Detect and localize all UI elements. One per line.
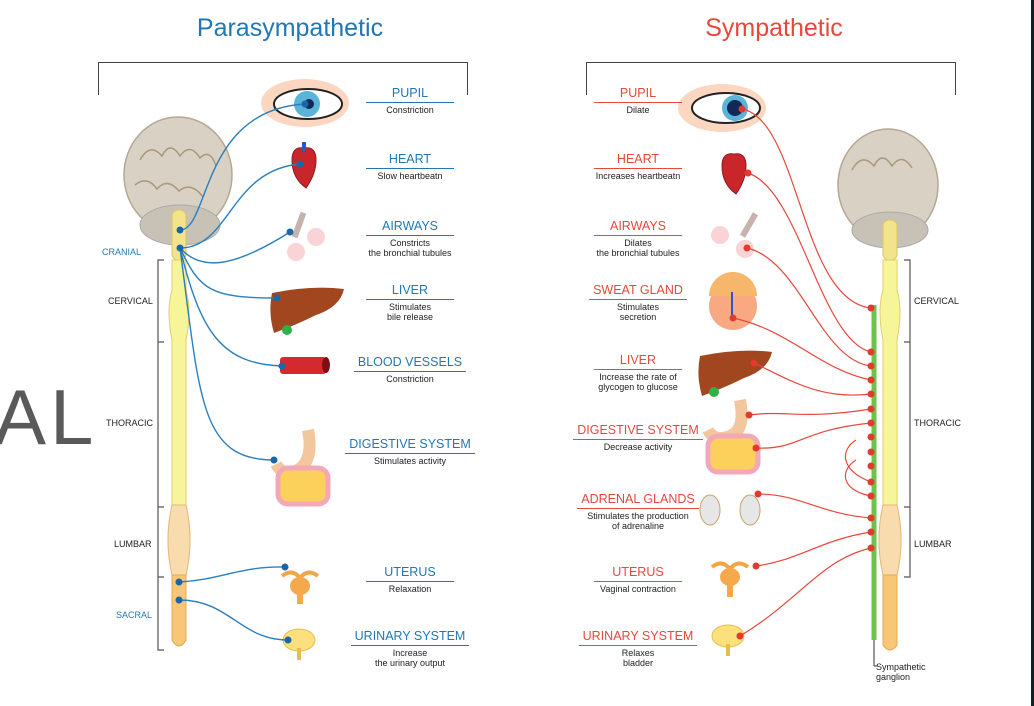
organ-name: LIVER <box>594 353 682 370</box>
organ-effect: Increase the urinary output <box>374 648 446 668</box>
sympathetic-bracket <box>586 62 956 95</box>
organ-effect: Increases heartbeatn <box>595 171 681 181</box>
para-label-urinary: URINARY SYSTEM Increase the urinary outp… <box>340 627 480 668</box>
organ-effect: Stimulates activity <box>373 456 447 466</box>
symp-label-pupil: PUPIL Dilate <box>568 84 708 115</box>
symp-segment-cervical: CERVICAL <box>914 296 959 306</box>
symp-segment-thoracic: THORACIC <box>914 418 961 428</box>
organ-name: HEART <box>366 152 454 169</box>
para-segment-brackets <box>157 259 164 651</box>
symp-label-heart: HEART Increases heartbeatn <box>568 150 708 181</box>
para-segment-sacral: SACRAL <box>116 610 153 620</box>
symp-label-uterus: UTERUS Vaginal contraction <box>568 563 708 594</box>
cropped-side-text: AL <box>0 373 98 461</box>
sympathetic-title: Sympathetic <box>705 14 843 42</box>
organ-name: HEART <box>594 152 682 169</box>
para-nerves <box>178 103 306 641</box>
para-segment-cervical: CERVICAL <box>108 296 153 306</box>
organ-name: AIRWAYS <box>594 219 682 236</box>
window-edge <box>1031 0 1034 706</box>
para-digestive-icon <box>270 428 331 507</box>
para-label-airways: AIRWAYS Constricts the bronchial tubules <box>340 217 480 258</box>
symp-nerve-nodes <box>729 105 875 640</box>
organ-name: UTERUS <box>366 565 454 582</box>
symp-adrenal-icon <box>699 494 761 526</box>
organ-effect: Constricts the bronchial tubules <box>368 238 452 258</box>
symp-label-digestive: DIGESTIVE SYSTEM Decrease activity <box>568 421 708 452</box>
para-blood-vessel-icon <box>280 357 330 374</box>
organ-effect: Increase the rate of glycogen to glucose <box>598 372 678 392</box>
para-bladder-icon <box>282 628 316 660</box>
para-uterus-icon <box>280 570 320 604</box>
para-segment-thoracic: THORACIC <box>106 418 153 428</box>
symp-segment-brackets <box>904 259 911 578</box>
para-label-liver: LIVER Stimulates bile release <box>340 281 480 322</box>
symp-nerves <box>732 108 872 637</box>
para-heart-icon <box>291 142 317 189</box>
symp-lungs-icon <box>711 212 759 258</box>
organ-effect: Vaginal contraction <box>600 584 676 594</box>
symp-sweat-gland-icon <box>709 272 757 330</box>
para-label-heart: HEART Slow heartbeatn <box>340 150 480 181</box>
organ-effect: Relaxes bladder <box>621 648 655 668</box>
organ-effect: Constriction <box>386 374 434 384</box>
organ-effect: Stimulates bile release <box>386 302 434 322</box>
para-label-pupil: PUPIL Constriction <box>340 84 480 115</box>
symp-bladder-icon <box>711 624 745 656</box>
organ-name: URINARY SYSTEM <box>578 629 698 646</box>
symp-label-liver: LIVER Increase the rate of glycogen to g… <box>568 351 708 392</box>
para-label-uterus: UTERUS Relaxation <box>340 563 480 594</box>
organ-effect: Stimulates secretion <box>616 302 660 322</box>
parasympathetic-title: Parasympathetic <box>196 14 384 42</box>
symp-uterus-icon <box>710 561 750 597</box>
organ-effect: Stimulates the production of adrenaline <box>587 511 689 531</box>
symp-label-adrenal: ADRENAL GLANDS Stimulates the production… <box>568 490 708 531</box>
sympathetic-chain <box>871 305 878 667</box>
symp-segment-lumbar: LUMBAR <box>914 539 952 549</box>
organ-effect: Relaxation <box>388 584 432 594</box>
organ-effect: Constriction <box>386 105 434 115</box>
parasympathetic-bracket <box>98 62 468 95</box>
organ-name: UTERUS <box>594 565 682 582</box>
organ-name: PUPIL <box>366 86 454 103</box>
symp-heart-icon <box>721 153 747 195</box>
organ-effect: Slow heartbeatn <box>377 171 443 181</box>
para-label-digestive: DIGESTIVE SYSTEM Stimulates activity <box>340 435 480 466</box>
symp-label-airways: AIRWAYS Dilates the bronchial tubules <box>568 217 708 258</box>
organ-name: URINARY SYSTEM <box>350 629 470 646</box>
organ-name: BLOOD VESSELS <box>353 355 467 372</box>
symp-eye-icon <box>678 84 766 132</box>
organ-effect: Decrease activity <box>603 442 673 452</box>
organ-name: LIVER <box>366 283 454 300</box>
para-spinal-cord <box>167 209 191 647</box>
symp-spinal-cord <box>878 219 902 651</box>
organ-effect: Dilate <box>626 105 650 115</box>
symp-label-sweat-gland: SWEAT GLAND Stimulates secretion <box>568 281 708 322</box>
organ-name: SWEAT GLAND <box>589 283 687 300</box>
sympathetic-ganglion-label: Sympathetic ganglion <box>876 662 926 682</box>
organ-name: DIGESTIVE SYSTEM <box>345 437 475 454</box>
para-label-blood-vessels: BLOOD VESSELS Constriction <box>340 353 480 384</box>
organ-name: PUPIL <box>594 86 682 103</box>
para-lungs-icon <box>287 211 325 261</box>
organ-name: AIRWAYS <box>366 219 454 236</box>
para-segment-cranial: CRANIAL <box>102 247 142 257</box>
organ-name: DIGESTIVE SYSTEM <box>573 423 703 440</box>
symp-liver-icon <box>698 350 772 397</box>
para-nerve-nodes <box>175 100 309 644</box>
symp-label-urinary: URINARY SYSTEM Relaxes bladder <box>568 627 708 668</box>
organ-effect: Dilates the bronchial tubules <box>596 238 680 258</box>
para-segment-lumbar: LUMBAR <box>114 539 152 549</box>
symp-digestive-icon <box>702 398 761 475</box>
organ-name: ADRENAL GLANDS <box>577 492 699 509</box>
para-liver-icon <box>270 287 344 335</box>
